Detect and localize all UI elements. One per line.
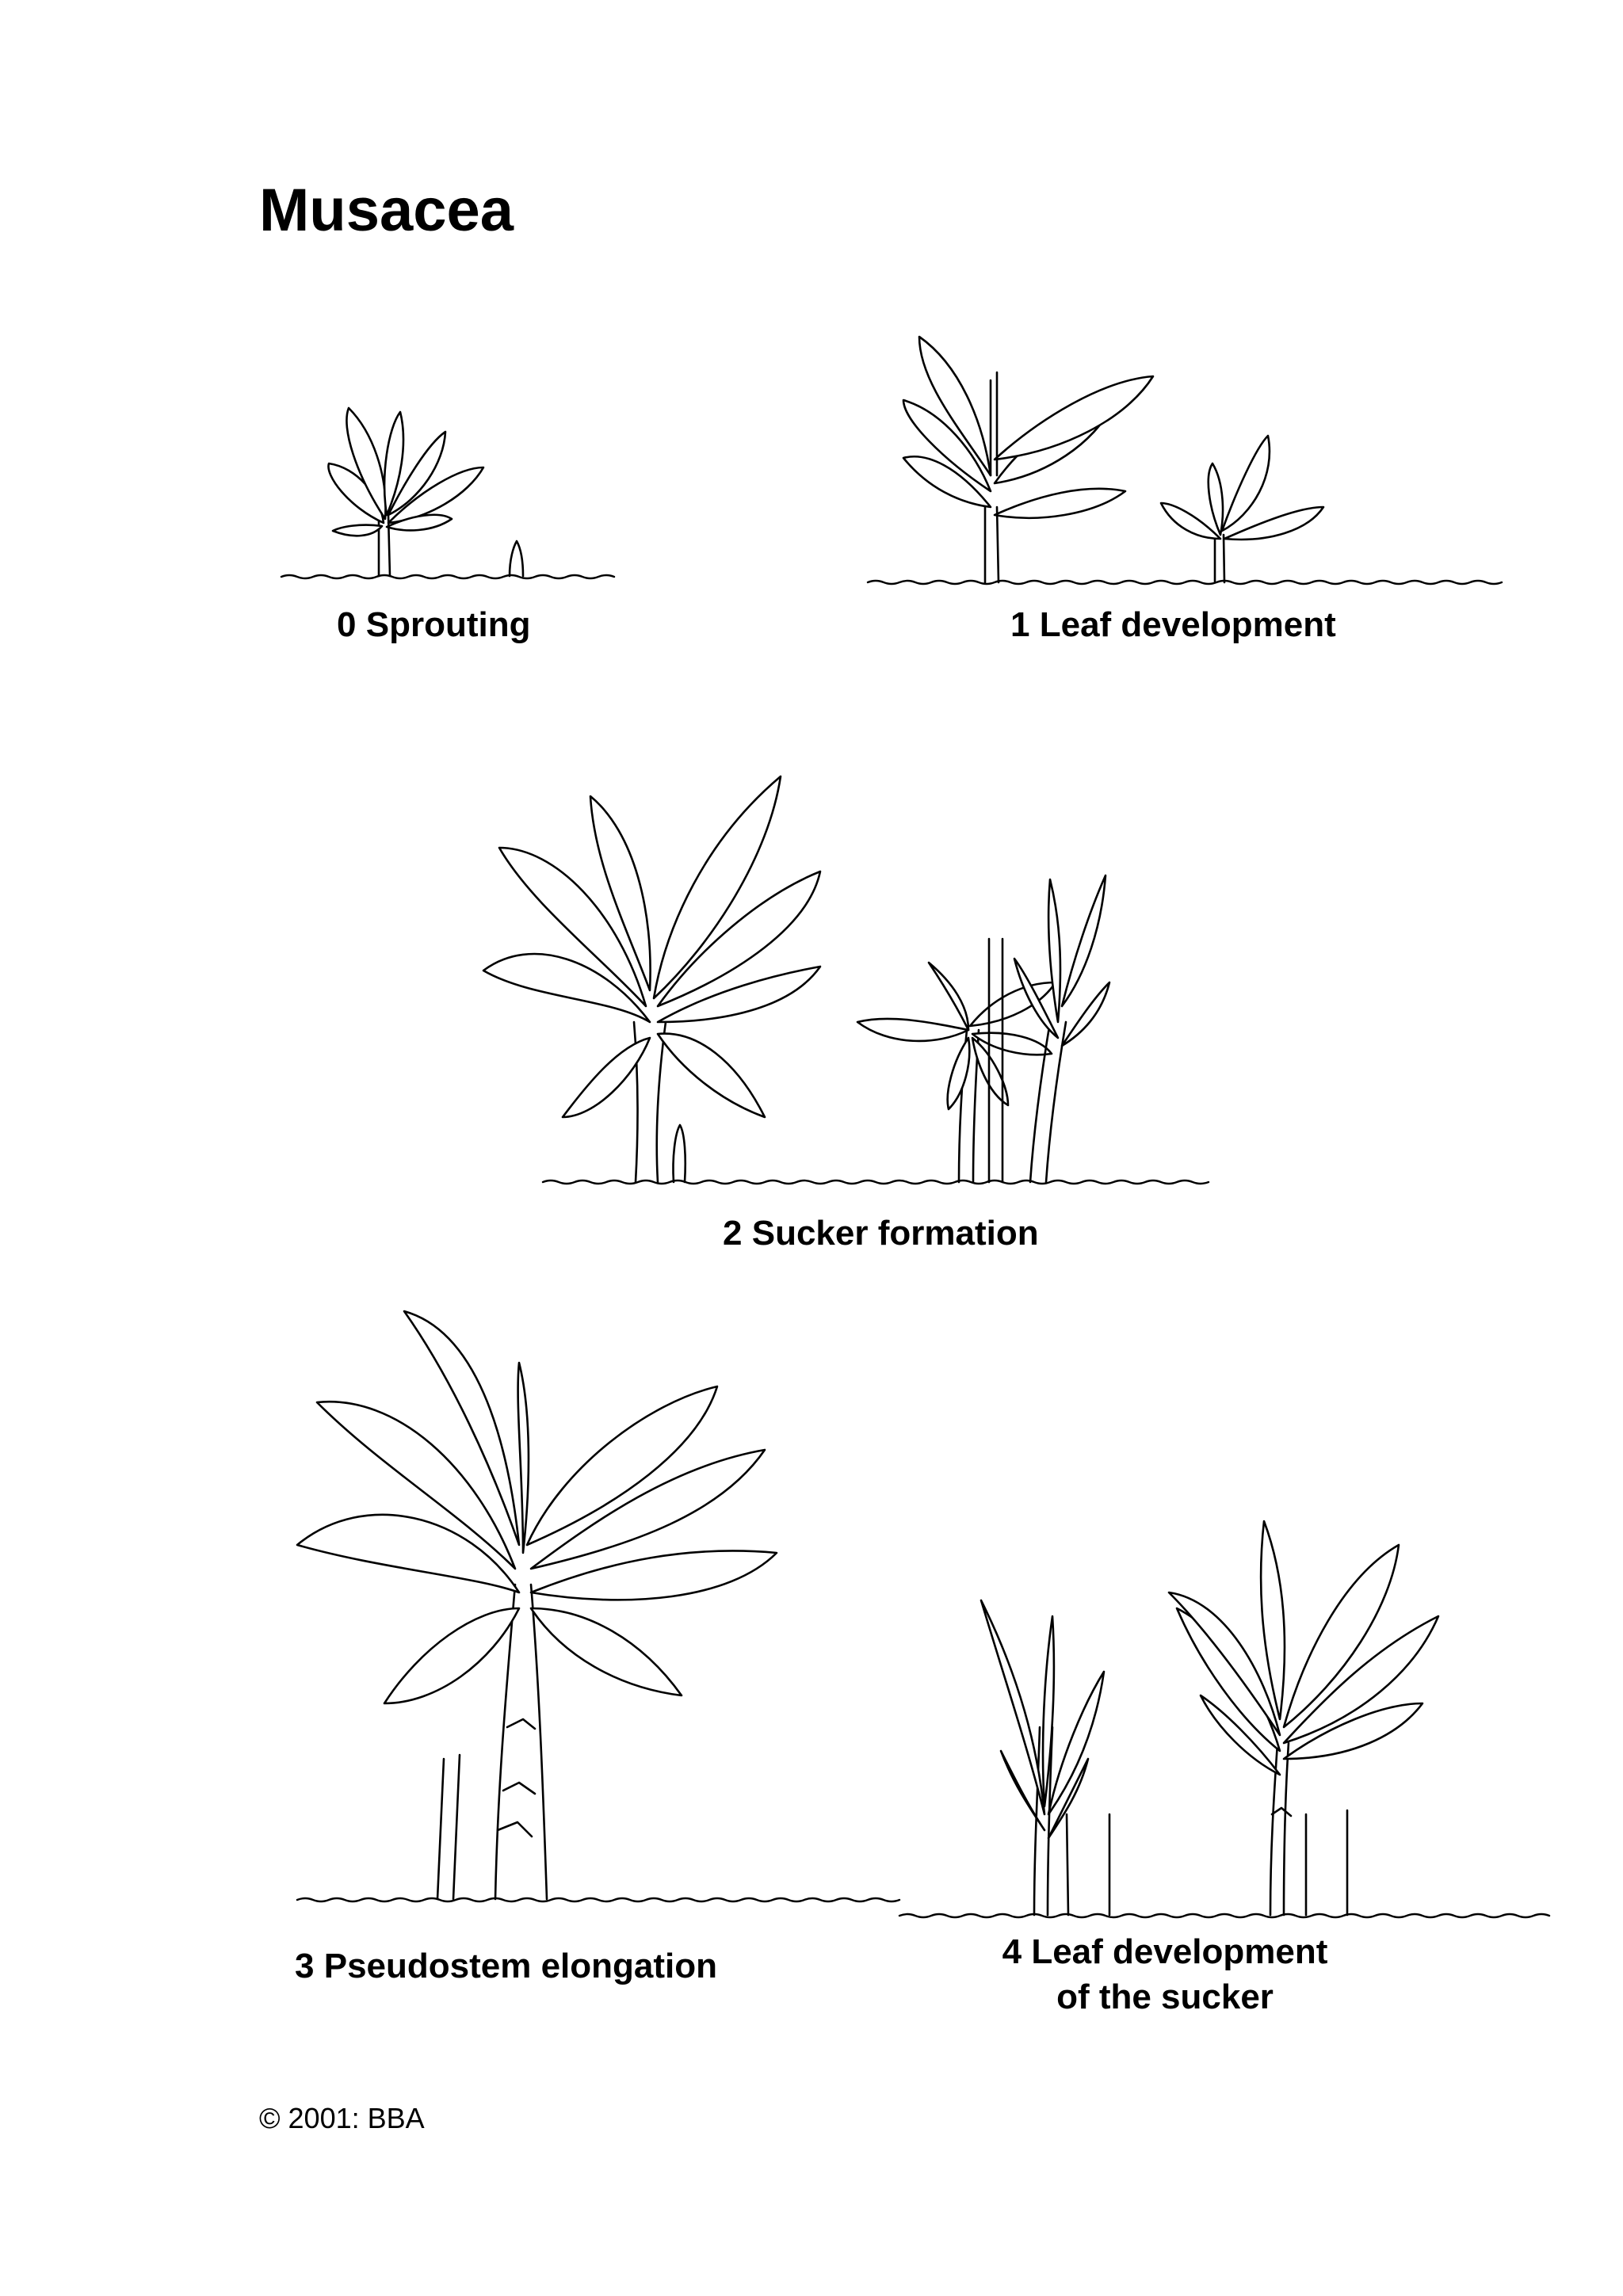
page-title: Musacea (259, 177, 514, 244)
stage-3-label: 3 Pseudostem elongation (295, 1947, 718, 1985)
stage-0-plant (280, 406, 616, 580)
stage-2-label: 2 Sucker formation (723, 1214, 1039, 1253)
stage-1-label: 1 Leaf development (1010, 605, 1336, 644)
stage-3-plant (296, 1310, 901, 1903)
stage-0-label: 0 Sprouting (337, 605, 531, 644)
stage-1-plant (866, 335, 1503, 585)
copyright-notice: © 2001: BBA (259, 2102, 425, 2134)
stage-2-plants (482, 775, 1210, 1185)
stage-4-plants (898, 1520, 1551, 1919)
stage-4-label: 4 Leaf development of the sucker (1002, 1932, 1328, 2017)
